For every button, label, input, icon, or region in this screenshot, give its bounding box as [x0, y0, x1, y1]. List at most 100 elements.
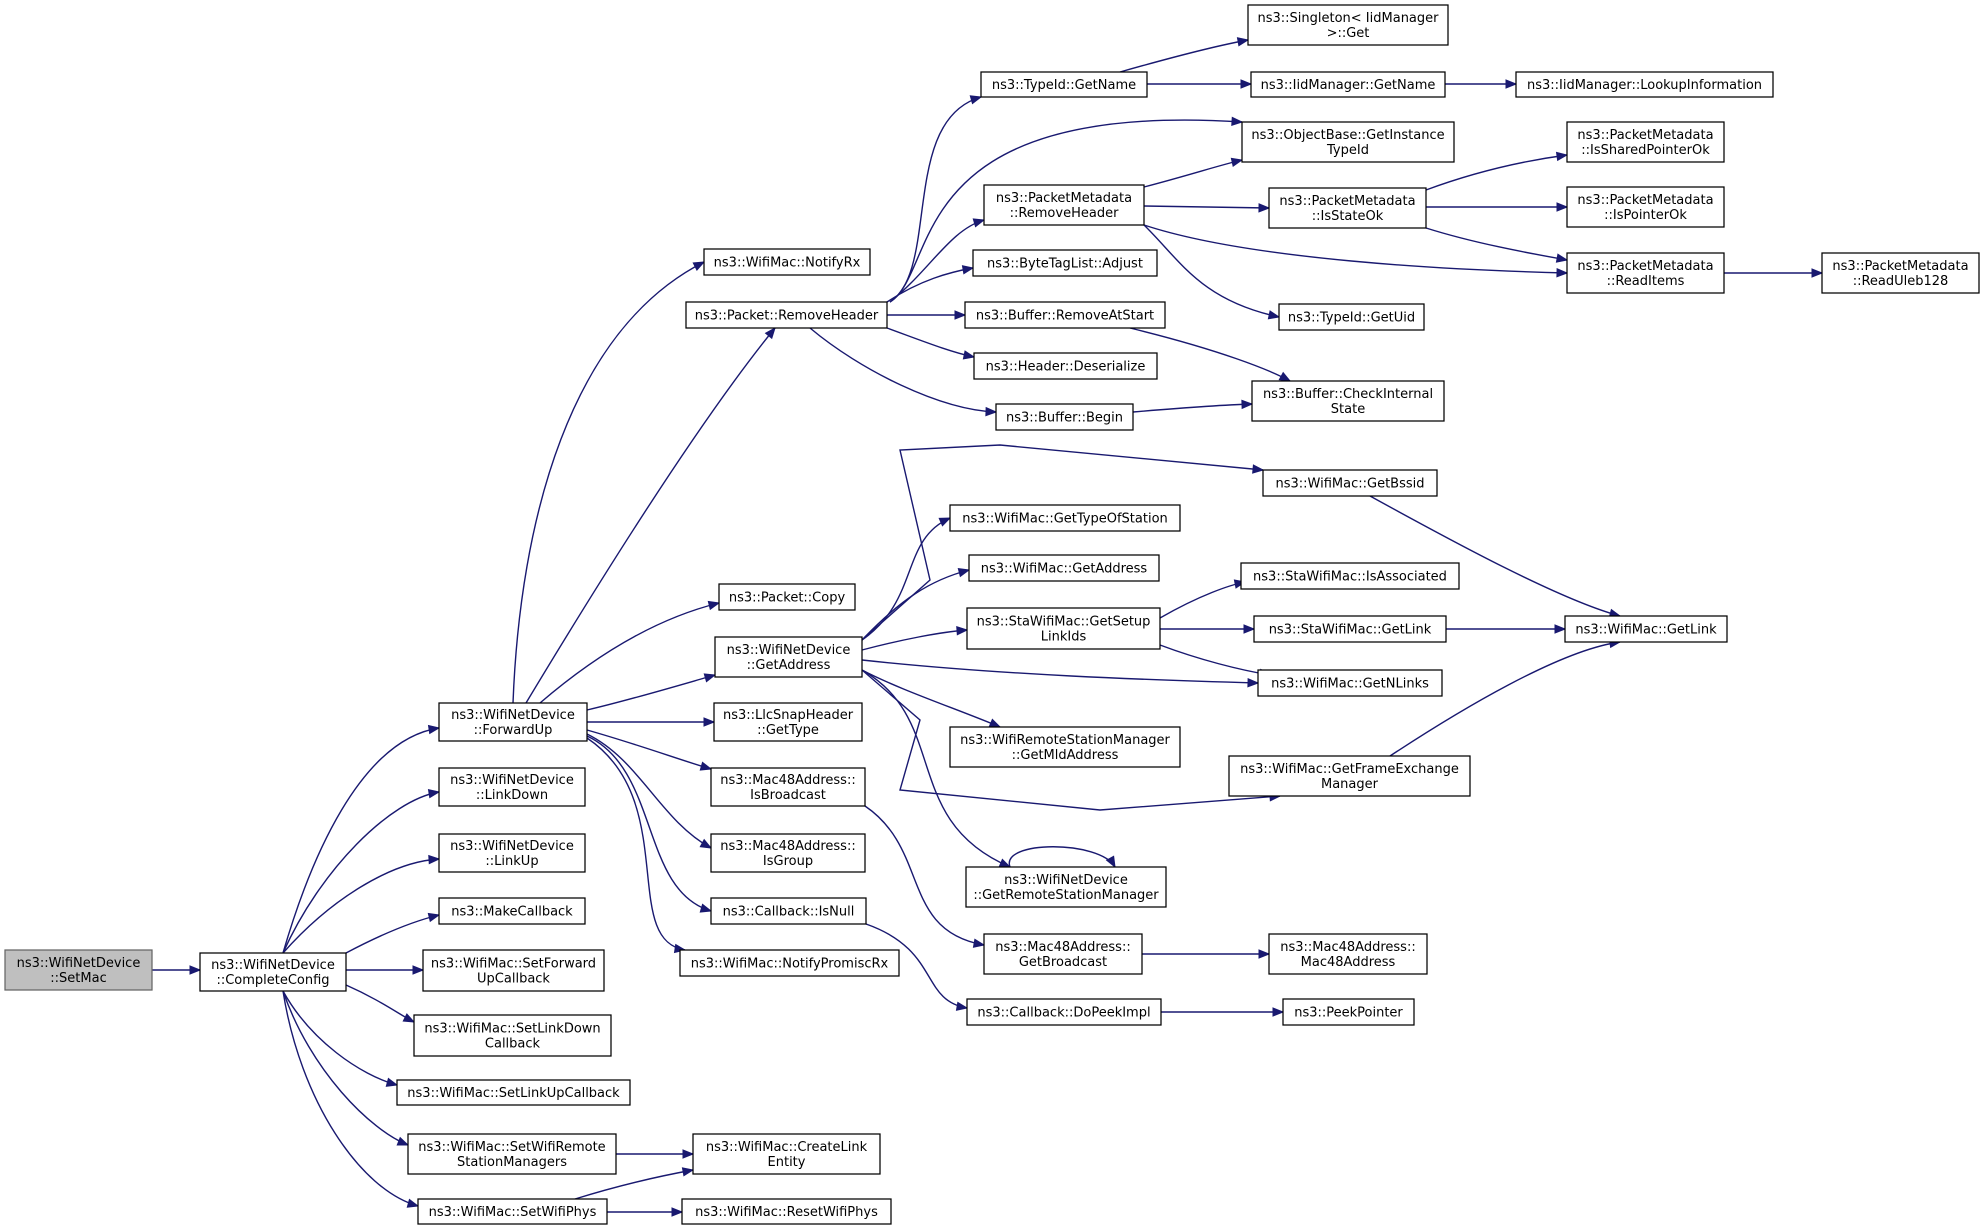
edge-removeheader-to-pm_removeheader [889, 218, 986, 303]
node-box [422, 949, 605, 992]
node-packetmetadata-issharedpointerok[interactable]: ns3::PacketMetadata::IsSharedPointerOk [1566, 121, 1725, 163]
arrowhead [1556, 267, 1569, 278]
node-box [1253, 615, 1447, 643]
node-mac48address-isbroadcast[interactable]: ns3::Mac48Address::IsBroadcast [710, 767, 866, 807]
node-bytetaglist-adjust[interactable]: ns3::ByteTagList::Adjust [972, 249, 1158, 277]
node-label-line: ns3::IidManager::GetName [1261, 78, 1436, 93]
node-stawifimac-getlink[interactable]: ns3::StaWifiMac::GetLink [1253, 615, 1447, 643]
node-wifimac-getbssid[interactable]: ns3::WifiMac::GetBssid [1262, 469, 1438, 497]
edge-line [809, 327, 997, 413]
node-buffer-begin[interactable]: ns3::Buffer::Begin [995, 403, 1134, 431]
node-buffer-removeatstart[interactable]: ns3::Buffer::RemoveAtStart [964, 301, 1166, 329]
node-box [199, 952, 347, 992]
node-callback-dopeekimpl[interactable]: ns3::Callback::DoPeekImpl [966, 998, 1162, 1026]
node-wifinetdevice-completeconfig[interactable]: ns3::WifiNetDevice::CompleteConfig [199, 952, 347, 992]
node-singleton-iidmanager-get[interactable]: ns3::Singleton< IidManager >::Get [1247, 4, 1449, 46]
node-mac48address-isgroup[interactable]: ns3::Mac48Address::IsGroup [710, 833, 866, 873]
node-box [1566, 186, 1725, 228]
arrowhead [1231, 116, 1244, 127]
node-typeid-getuid[interactable]: ns3::TypeId::GetUid [1278, 303, 1425, 331]
node-mac48address-getbroadcast[interactable]: ns3::Mac48Address::GetBroadcast [983, 933, 1143, 975]
node-label-line: ::GetAddress [747, 658, 831, 673]
node-label-line: ns3::PacketMetadata [1279, 194, 1415, 209]
node-label-line: ns3::WifiNetDevice [450, 773, 574, 788]
node-wifimac-resetwifiphys[interactable]: ns3::WifiMac::ResetWifiPhys [681, 1198, 892, 1225]
node-wifinetdevice-linkup[interactable]: ns3::WifiNetDevice::LinkUp [438, 833, 586, 873]
node-packet-copy[interactable]: ns3::Packet::Copy [718, 583, 856, 611]
node-mac48address-mac48address[interactable]: ns3::Mac48Address::Mac48Address [1268, 933, 1428, 975]
arrowhead [1252, 464, 1265, 474]
edge-line [586, 735, 712, 912]
node-wifimac-getnlinks[interactable]: ns3::WifiMac::GetNLinks [1257, 669, 1443, 697]
node-llcsnapheader-gettype[interactable]: ns3::LlcSnapHeader::GetType [713, 702, 863, 742]
node-wifimac-setwifiphys[interactable]: ns3::WifiMac::SetWifiPhys [417, 1198, 608, 1225]
arrowhead [954, 310, 967, 320]
edge-line [864, 805, 985, 946]
edge-line [586, 729, 712, 770]
node-wifinetdevice-forwardup[interactable]: ns3::WifiNetDevice::ForwardUp [438, 702, 588, 742]
arrowhead [938, 517, 952, 527]
node-stawifimac-isassociated[interactable]: ns3::StaWifiMac::IsAssociated [1240, 562, 1460, 590]
node-box [1821, 252, 1980, 294]
edge-line [861, 669, 1011, 868]
node-peekpointer[interactable]: ns3::PeekPointer [1282, 998, 1415, 1026]
node-box [1247, 4, 1449, 46]
node-label-line: TypeId [1326, 143, 1369, 158]
node-wifiremotestationmanager-getmldaddress[interactable]: ns3::WifiRemoteStationManager::GetMldAdd… [949, 726, 1181, 768]
node-typeid-getname[interactable]: ns3::TypeId::GetName [980, 71, 1148, 98]
node-wifimac-notifypromiscrx[interactable]: ns3::WifiMac::NotifyPromiscRx [679, 949, 900, 977]
node-wifinetdevice-getaddress[interactable]: ns3::WifiNetDevice::GetAddress [714, 636, 863, 678]
node-label-line: StationManagers [457, 1155, 567, 1170]
node-label-line: ns3::Singleton< IidManager [1257, 11, 1439, 26]
node-wifimac-notifyrx[interactable]: ns3::WifiMac::NotifyRx [703, 248, 871, 276]
node-iidmanager-lookupinformation[interactable]: ns3::IidManager::LookupInformation [1515, 71, 1774, 98]
node-label-line: ns3::Buffer::CheckInternal [1263, 387, 1433, 402]
node-packetmetadata-readuleb128[interactable]: ns3::PacketMetadata::ReadUleb128 [1821, 252, 1980, 294]
node-wifimac-setlinkupcallback[interactable]: ns3::WifiMac::SetLinkUpCallback [396, 1079, 631, 1106]
node-label-line: IsBroadcast [750, 788, 826, 803]
node-box [438, 767, 586, 807]
node-wifinetdevice-linkdown[interactable]: ns3::WifiNetDevice::LinkDown [438, 767, 586, 807]
node-packetmetadata-isstateok[interactable]: ns3::PacketMetadata::IsStateOk [1268, 187, 1427, 229]
node-wifimac-getaddress[interactable]: ns3::WifiMac::GetAddress [968, 554, 1160, 582]
edge-line [345, 984, 415, 1023]
node-label-line: ::ForwardUp [474, 723, 553, 738]
arrowhead [406, 1198, 420, 1208]
node-label-line: >::Get [1327, 26, 1370, 41]
node-packetmetadata-readitems[interactable]: ns3::PacketMetadata::ReadItems [1566, 252, 1725, 294]
node-wifinetdevice-setmac[interactable]: ns3::WifiNetDevice::SetMac [4, 949, 153, 991]
node-label-line: ns3::Mac48Address:: [995, 940, 1130, 955]
edge-setphys-to-createlink [574, 1167, 695, 1200]
node-box [1566, 121, 1725, 163]
node-label-line: UpCallback [477, 972, 550, 987]
arrowhead [671, 1207, 684, 1217]
arrowhead [189, 965, 202, 975]
node-wifimac-getlink[interactable]: ns3::WifiMac::GetLink [1564, 615, 1728, 643]
edge-removeheader-to-bytetag_adjust [886, 265, 975, 303]
node-wifinetdevice-getremotestationmanager[interactable]: ns3::WifiNetDevice::GetRemoteStationMana… [965, 866, 1167, 908]
arrowhead [692, 261, 706, 271]
node-box [681, 1198, 892, 1225]
node-packet-removeheader[interactable]: ns3::Packet::RemoveHeader [685, 301, 888, 329]
edge-completeconfig-to-forwardup [282, 724, 441, 954]
node-callback-isnull[interactable]: ns3::Callback::IsNull [710, 897, 867, 925]
node-packetmetadata-ispointerok[interactable]: ns3::PacketMetadata::IsPointerOk [1566, 186, 1725, 228]
edge-setmac-to-completeconfig [152, 965, 202, 975]
edge-line [1159, 581, 1246, 619]
node-label-line: ns3::WifiMac::GetLink [1575, 623, 1717, 638]
node-iidmanager-getname[interactable]: ns3::IidManager::GetName [1250, 71, 1446, 98]
node-wifimac-gettypeofstation[interactable]: ns3::WifiMac::GetTypeOfStation [949, 504, 1181, 532]
node-label-line: ns3::WifiRemoteStationManager [960, 733, 1170, 748]
node-box [983, 933, 1143, 975]
node-makecallback[interactable]: ns3::MakeCallback [438, 897, 586, 925]
node-header-deserialize[interactable]: ns3::Header::Deserialize [973, 352, 1158, 380]
node-packetmetadata-removeheader[interactable]: ns3::PacketMetadata::RemoveHeader [983, 184, 1145, 226]
node-wifimac-setwifiremotestationmanagers[interactable]: ns3::WifiMac::SetWifiRemoteStationManage… [407, 1133, 617, 1175]
